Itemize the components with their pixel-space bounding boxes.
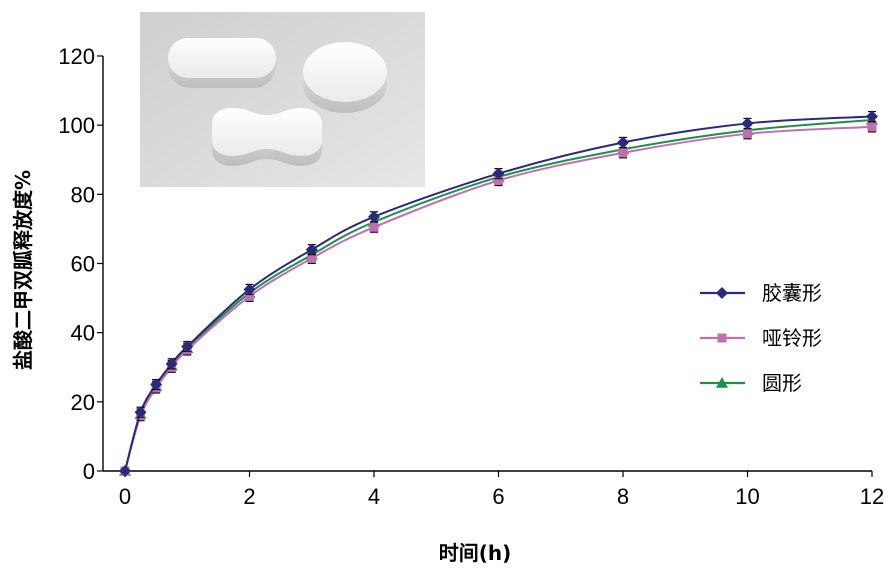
x-tick-label: 0 bbox=[119, 484, 131, 509]
legend-label: 哑铃形 bbox=[762, 326, 822, 350]
y-tick-label: 20 bbox=[71, 390, 95, 415]
legend-label: 圆形 bbox=[762, 371, 802, 395]
y-tick-label: 120 bbox=[58, 44, 95, 69]
dumbbell-tablet bbox=[212, 108, 322, 166]
data-point bbox=[181, 340, 194, 353]
data-point bbox=[245, 291, 254, 301]
data-point bbox=[369, 222, 379, 232]
data-point bbox=[305, 243, 318, 256]
data-point bbox=[119, 465, 131, 477]
legend-label: 胶囊形 bbox=[762, 281, 822, 305]
axes: 0 20 40 60 80 100 120 0 2 4 6 8 10 12 bbox=[58, 44, 884, 509]
data-point bbox=[243, 283, 256, 296]
data-point bbox=[134, 406, 147, 419]
data-point bbox=[741, 117, 754, 130]
data-point bbox=[617, 136, 629, 149]
legend-swatch-marker bbox=[716, 287, 728, 299]
y-tick-label: 40 bbox=[71, 321, 95, 346]
data-point bbox=[618, 148, 628, 158]
y-tick-label: 0 bbox=[83, 459, 95, 484]
inset-tablet-photo bbox=[140, 12, 425, 187]
data-point bbox=[165, 357, 178, 370]
legend-item: 哑铃形 bbox=[700, 326, 822, 350]
round-tablet bbox=[303, 42, 387, 113]
series-0 bbox=[119, 110, 878, 477]
data-point bbox=[494, 176, 503, 185]
x-tick-label: 4 bbox=[368, 484, 380, 509]
capsule-tablet bbox=[168, 38, 276, 88]
legend-item: 胶囊形 bbox=[700, 281, 822, 305]
y-axis-label: 盐酸二甲双胍释放度% bbox=[11, 170, 35, 370]
data-point bbox=[743, 129, 752, 139]
data-point bbox=[307, 253, 317, 263]
data-point bbox=[492, 167, 505, 180]
y-tick-label: 100 bbox=[58, 113, 95, 138]
x-tick-label: 6 bbox=[492, 484, 504, 509]
y-tick-label: 80 bbox=[71, 182, 95, 207]
data-point bbox=[150, 378, 163, 391]
x-axis-label: 时间(h) bbox=[439, 541, 512, 565]
legend-swatch-marker bbox=[717, 333, 727, 343]
legend-swatch-marker bbox=[716, 377, 728, 388]
data-point bbox=[368, 210, 380, 223]
y-tick-label: 60 bbox=[71, 252, 95, 277]
x-tick-label: 10 bbox=[735, 484, 759, 509]
legend-item: 圆形 bbox=[700, 371, 802, 395]
x-tick-label: 2 bbox=[243, 484, 255, 509]
data-point bbox=[867, 122, 877, 132]
x-tick-label: 8 bbox=[617, 484, 629, 509]
x-tick-label: 12 bbox=[860, 484, 884, 509]
series-layer bbox=[119, 110, 878, 477]
data-point bbox=[866, 110, 878, 123]
